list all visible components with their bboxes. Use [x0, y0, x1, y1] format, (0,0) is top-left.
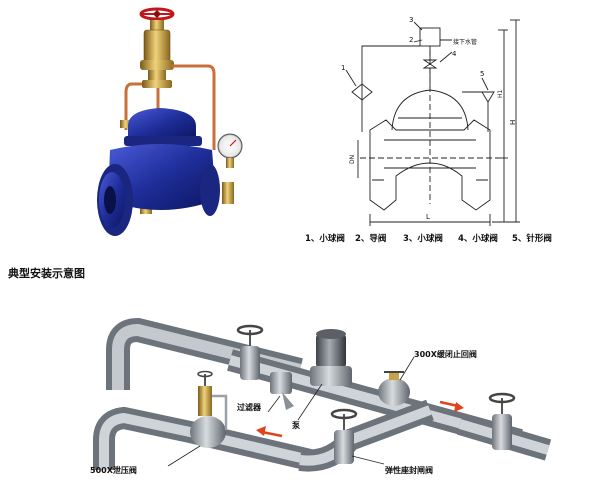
section-title: 典型安装示意图 [8, 266, 85, 280]
callout-3: 3 [409, 16, 413, 24]
label-pump: 泵 [292, 421, 300, 430]
check-valve-icon [378, 371, 410, 406]
dim-h-label: H [509, 120, 517, 125]
callout-5: 5 [480, 70, 484, 78]
technical-drawing [345, 19, 520, 226]
relief-valve-icon [190, 370, 228, 448]
gate-valve-right-icon [488, 392, 516, 450]
dim-l-label: L [426, 213, 430, 221]
parts-caption-item: 4、小球阀 [458, 233, 498, 244]
label-gate-valve: 弹性座封闸阀 [385, 465, 433, 475]
callout-2: 2 [409, 36, 413, 44]
callout-4: 4 [452, 50, 457, 58]
gate-valve-left-icon [236, 324, 264, 380]
valve-product-photo [97, 7, 243, 236]
parts-caption: 1、小球阀 2、导阀 3、小球阀 4、小球阀 5、针形阀 [305, 233, 552, 244]
dim-h1-label: H1 [497, 89, 504, 98]
strainer-icon [270, 372, 294, 410]
label-strainer: 过滤器 [237, 402, 262, 412]
label-pressure-valve: 500X泄压阀 [90, 465, 137, 475]
pressure-gauge-icon [217, 133, 243, 168]
drain-note: 接下水管 [453, 38, 477, 46]
flow-arrow-right-icon [439, 400, 464, 412]
pump-icon [310, 329, 352, 386]
parts-caption-item: 3、小球阀 [403, 233, 443, 244]
drawing-labels: 1 3 2 4 5 接下水管 L DN H1 H [341, 16, 517, 221]
parts-caption-item: 5、针形阀 [512, 233, 552, 244]
installation-diagram: 300X缓闭止回阀 过滤器 泵 500X泄压阀 弹性座封闸阀 [90, 317, 552, 475]
red-handwheel-icon [139, 7, 175, 21]
parts-caption-item: 1、小球阀 [305, 233, 345, 244]
parts-caption-item: 2、导阀 [355, 233, 386, 244]
label-check-valve: 300X缓闭止回阀 [414, 349, 477, 359]
flow-arrow-left-icon [256, 426, 283, 438]
dim-dn-label: DN [349, 155, 356, 164]
gate-valve-lower-icon [330, 408, 358, 464]
callout-1: 1 [341, 64, 345, 72]
